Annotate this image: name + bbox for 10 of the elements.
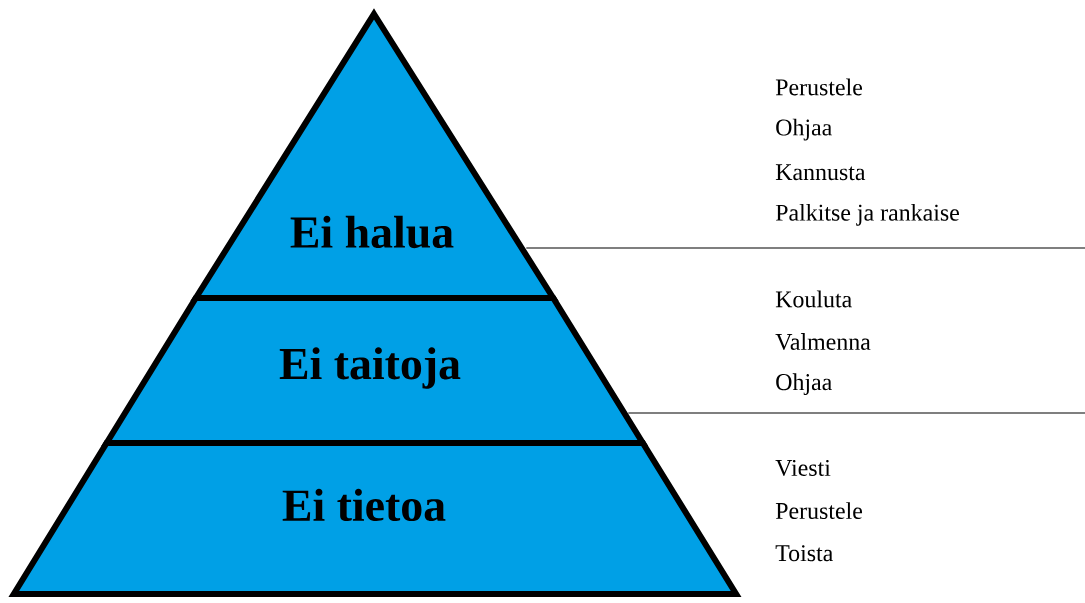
list-item: Perustele bbox=[775, 502, 862, 519]
list-item: Ohjaa bbox=[776, 373, 832, 396]
list-item: Ohjaa bbox=[776, 118, 832, 141]
list-item: Kannusta bbox=[775, 164, 866, 181]
list-item: Palkitse ja rankaise bbox=[775, 203, 959, 226]
list-item: Perustele bbox=[775, 78, 862, 96]
list-item: Viesti bbox=[775, 459, 831, 477]
list-item: Toista bbox=[775, 545, 833, 562]
list-item: Kouluta bbox=[775, 290, 852, 308]
list-item: Valmenna bbox=[775, 333, 871, 351]
